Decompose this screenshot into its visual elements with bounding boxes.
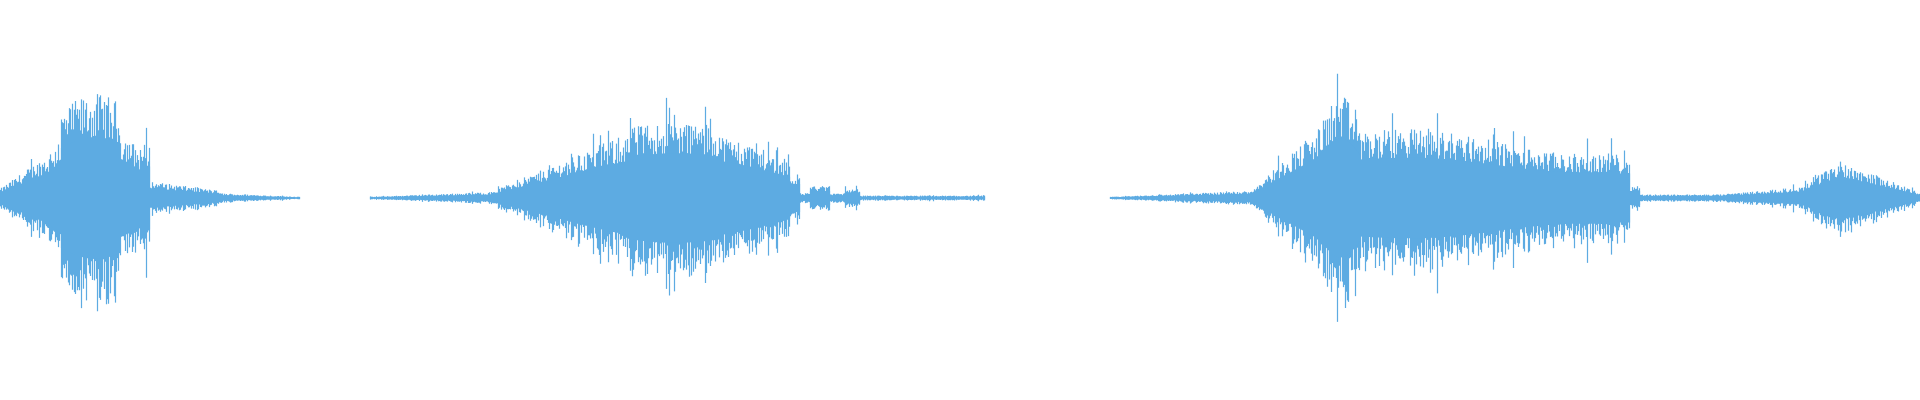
waveform-bars [0, 73, 1920, 322]
waveform-core-path [0, 137, 1920, 259]
